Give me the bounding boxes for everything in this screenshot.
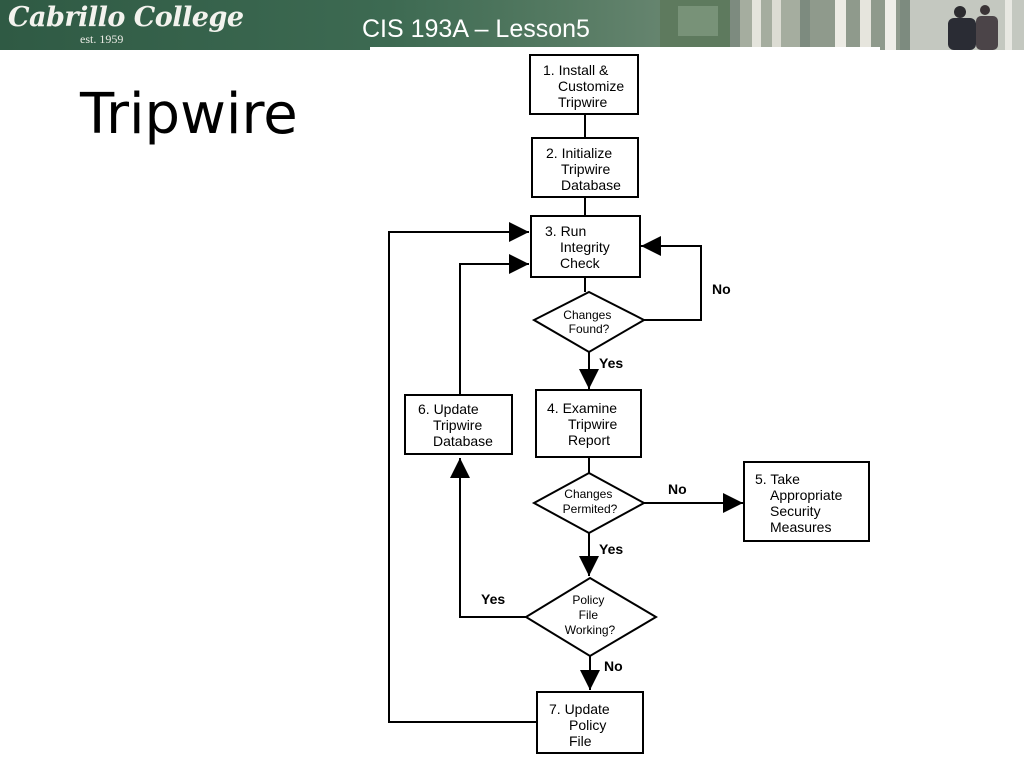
edge-decision3-yes <box>450 458 526 618</box>
step5-box <box>743 461 870 542</box>
step7-box <box>536 691 644 754</box>
step5-label: 5. Take Appropriate Security Measures <box>755 471 846 535</box>
step2-box <box>531 137 639 198</box>
header-banner: Cabrillo College est. 1959 CIS 193A – Le… <box>0 0 1024 50</box>
decision3-label: Policy File Working? <box>565 593 616 637</box>
slide-title: Tripwire <box>80 82 298 147</box>
decision1-label: Changes Found? <box>563 308 614 336</box>
step1-label: 1. Install & Customize Tripwire <box>543 62 628 110</box>
step4-label: 4. Examine Tripwire Report <box>547 400 621 448</box>
campus-photo-image <box>660 0 1024 50</box>
decision3-yes-label: Yes <box>481 591 505 607</box>
step6-box <box>404 394 513 455</box>
step1-box <box>529 54 639 115</box>
edge-step6-step3 <box>459 254 529 394</box>
decision2-label: Changes Permited? <box>563 487 618 516</box>
logo-est-text: est. 1959 <box>80 32 124 46</box>
decision2-diamond <box>531 471 647 535</box>
decision1-diamond <box>531 290 647 354</box>
step4-box <box>535 389 642 458</box>
edge-decision1-no <box>641 236 702 321</box>
decision3-diamond <box>524 576 658 658</box>
step3-box <box>530 215 641 278</box>
decision2-yes-label: Yes <box>599 541 623 557</box>
decision1-no-label: No <box>712 281 731 297</box>
title-underline <box>370 47 880 50</box>
decision3-no-label: No <box>604 658 623 674</box>
decision1-yes-label: Yes <box>599 355 623 371</box>
connector-lines <box>388 114 743 723</box>
course-title: CIS 193A – Lesson5 <box>362 15 590 43</box>
step7-label: 7. Update Policy File <box>549 701 614 749</box>
step2-label: 2. Initialize Tripwire Database <box>546 145 621 193</box>
edge-step7-step3 <box>388 222 537 723</box>
step6-label: 6. Update Tripwire Database <box>418 401 493 449</box>
step3-label: 3. Run Integrity Check <box>545 223 614 271</box>
logo-text: Cabrillo College <box>8 2 244 33</box>
decision2-no-label: No <box>668 481 687 497</box>
cabrillo-college-logo: Cabrillo College est. 1959 <box>8 2 244 48</box>
